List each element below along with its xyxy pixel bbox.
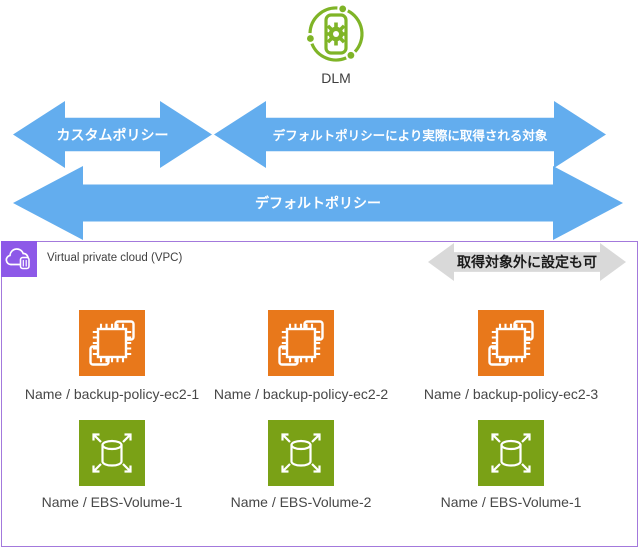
default-policy-arrow: デフォルトポリシー	[13, 166, 623, 240]
dlm-icon	[307, 5, 364, 62]
dlm-label: DLM	[321, 70, 351, 86]
ec2-instance-icon	[79, 310, 145, 376]
ec2-label: Name / backup-policy-ec2-3	[423, 386, 599, 402]
default-policy-actual-label: デフォルトポリシーにより実際に取得される対象	[272, 129, 548, 143]
vpc-label: Virtual private cloud (VPC)	[47, 252, 183, 264]
ec2-label: Name / backup-policy-ec2-2	[213, 386, 389, 402]
custom-policy-arrow: カスタムポリシー	[13, 101, 212, 168]
ec2-instance-icon	[478, 310, 544, 376]
ec2-instance-icon	[268, 310, 334, 376]
ebs-volume-icon	[268, 420, 334, 486]
vpc-cloud-icon	[1, 241, 37, 277]
ebs-label: Name / EBS-Volume-2	[230, 494, 372, 510]
vpc-container	[1, 241, 638, 547]
default-policy-label: デフォルトポリシー	[255, 195, 381, 211]
ebs-label: Name / EBS-Volume-1	[41, 494, 183, 510]
default-policy-actual-arrow: デフォルトポリシーにより実際に取得される対象	[214, 101, 606, 168]
ebs-volume-icon	[478, 420, 544, 486]
ec2-label: Name / backup-policy-ec2-1	[24, 386, 200, 402]
ebs-volume-icon	[79, 420, 145, 486]
ebs-label: Name / EBS-Volume-1	[440, 494, 582, 510]
dlm-service-icon	[301, 2, 371, 68]
exclude-note-label: 取得対象外に設定も可	[457, 254, 597, 270]
custom-policy-label: カスタムポリシー	[56, 126, 169, 143]
